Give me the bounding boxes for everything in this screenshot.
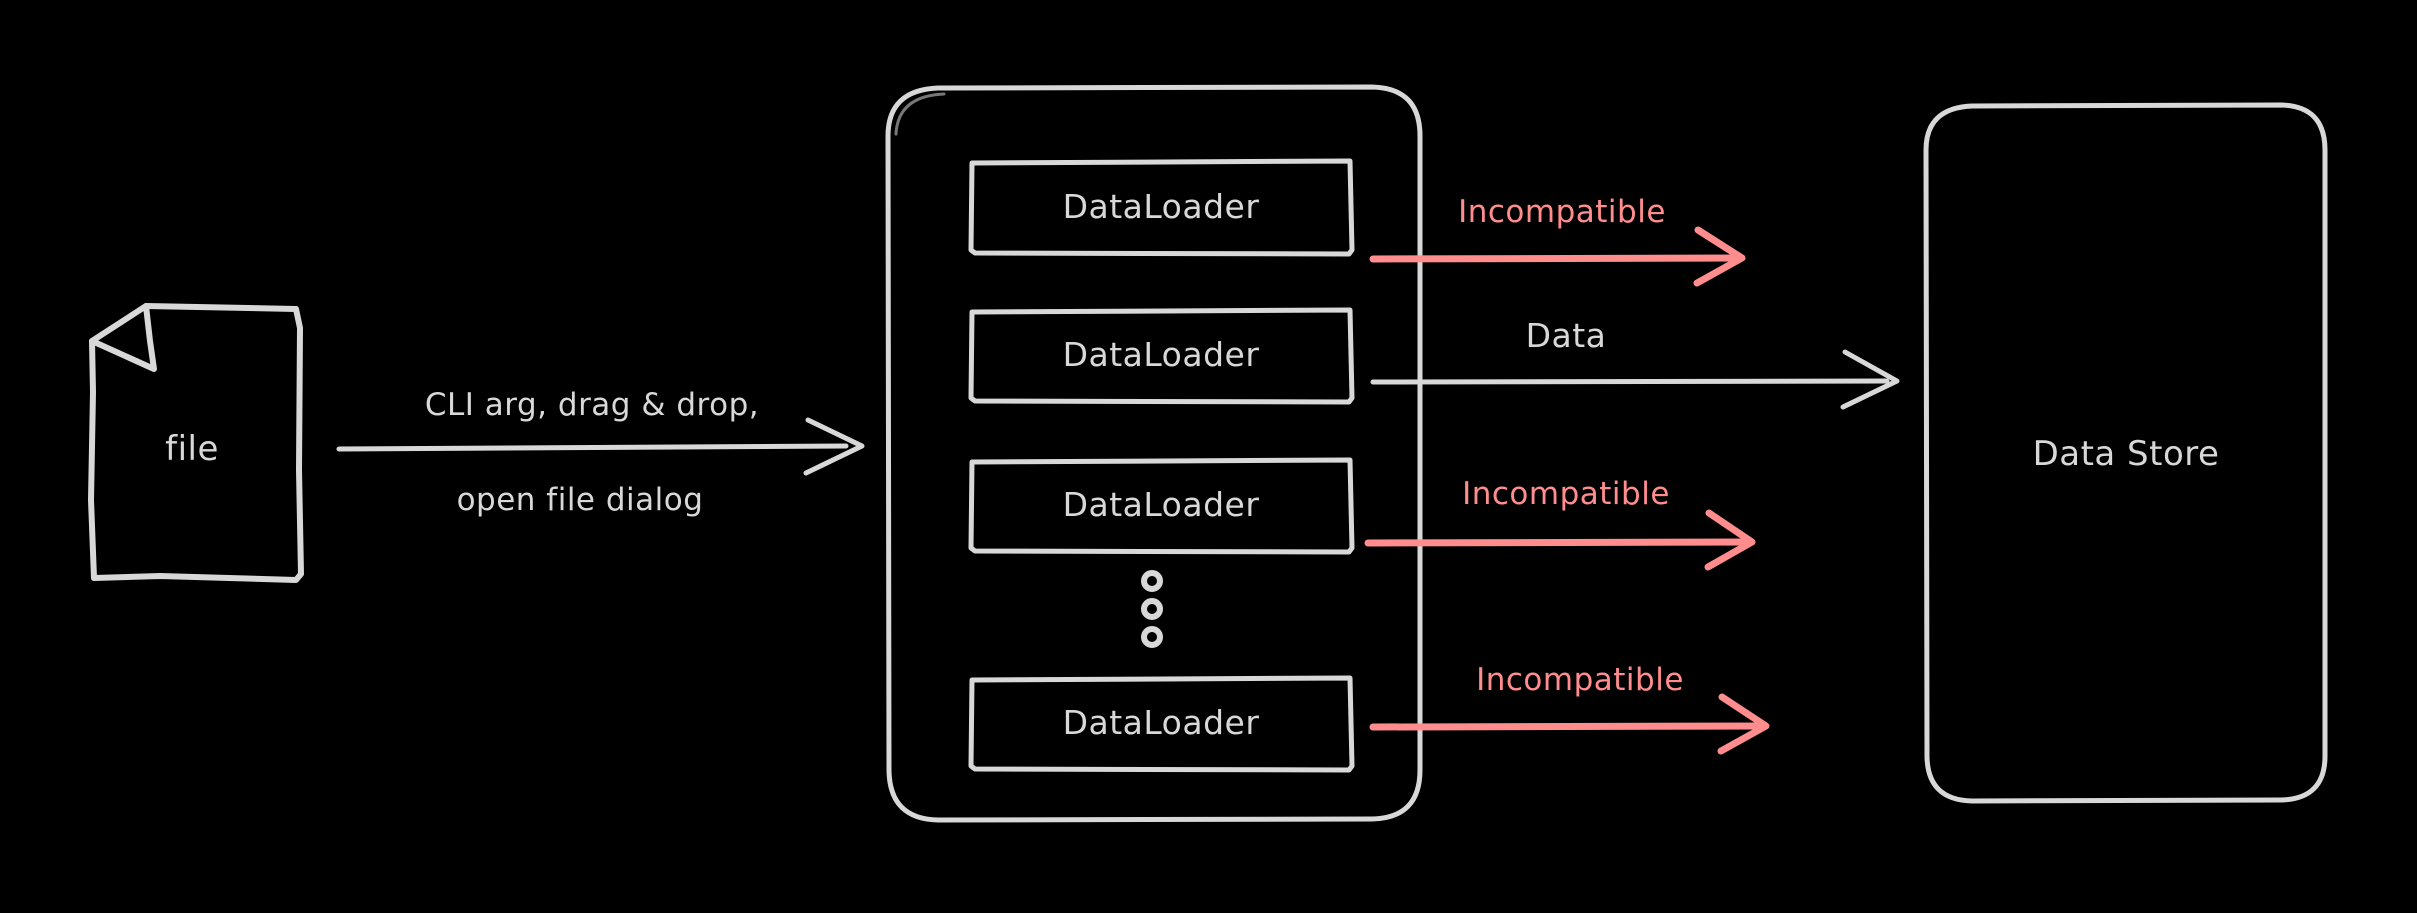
incompatible-arrow-1[interactable]: Incompatible [1369,194,1746,287]
data-loader-container[interactable]: DataLoader DataLoader DataLoader D [885,84,1423,823]
data-loader-item-4[interactable]: DataLoader [968,675,1355,773]
incompatible-arrow-2[interactable]: Incompatible [1364,476,1756,571]
data-arrow-head-icon [1840,349,1900,410]
input-arrow-shaft [336,443,849,452]
data-store-outline [1923,102,2328,804]
data-loader-label-3: DataLoader [1063,485,1260,524]
data-loader-box-4 [968,675,1355,773]
data-arrow[interactable]: Data [1370,316,1900,410]
data-arrow-label: Data [1526,316,1607,355]
file-fold-corner-icon [89,303,157,372]
data-loader-label-2: DataLoader [1063,335,1260,374]
incompatible-arrow-3[interactable]: Incompatible [1369,662,1770,755]
loader-container-sketch-overstroke [894,92,946,136]
incompatible-arrow-1-head-icon [1693,226,1746,287]
incompatible-arrow-1-label: Incompatible [1458,194,1666,230]
file-input-arrow[interactable]: CLI arg, drag & drop, open file dialog [336,387,865,518]
data-loader-box-3 [968,457,1355,555]
input-arrow-label-bottom: open file dialog [457,482,704,518]
incompatible-arrow-3-head-icon [1717,693,1770,755]
loader-container-outline [885,84,1423,823]
incompatible-arrow-2-shaft [1364,538,1752,547]
incompatible-arrow-2-head-icon [1704,509,1756,571]
input-arrow-label-top: CLI arg, drag & drop, [425,387,759,423]
data-loader-label-4: DataLoader [1063,703,1260,742]
incompatible-arrow-1-shaft [1369,254,1742,263]
incompatible-arrow-3-shaft [1369,722,1766,731]
data-loader-label-1: DataLoader [1063,187,1260,226]
data-loader-item-1[interactable]: DataLoader [968,158,1355,257]
data-loader-box-1 [968,158,1355,257]
vertical-ellipsis-icon [1141,570,1163,648]
data-store-label: Data Store [2033,434,2220,474]
data-loader-item-3[interactable]: DataLoader [968,457,1355,555]
file-node[interactable]: file [88,303,304,583]
input-arrow-head-icon [803,417,865,476]
incompatible-arrow-3-label: Incompatible [1476,662,1684,698]
data-arrow-shaft [1370,378,1890,385]
data-loader-box-2 [968,307,1355,405]
file-label: file [165,429,219,469]
data-loader-item-2[interactable]: DataLoader [968,307,1355,405]
incompatible-arrow-2-label: Incompatible [1462,476,1670,512]
file-page-outline [88,303,304,583]
data-store-node[interactable]: Data Store [1923,102,2328,804]
